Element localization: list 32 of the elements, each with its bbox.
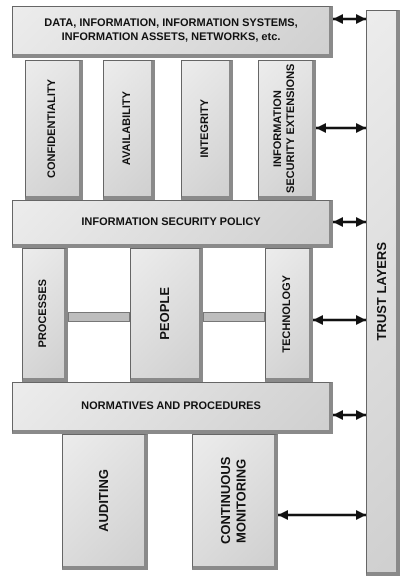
block-label: PEOPLE xyxy=(157,287,173,340)
block-label: TRUST LAYERS xyxy=(374,242,390,341)
pillar-block xyxy=(22,248,68,382)
pillar-block xyxy=(192,434,278,570)
block-label: CONTINUOUS MONITORING xyxy=(218,456,250,546)
pillar-block xyxy=(265,248,313,382)
pillar-block xyxy=(62,434,148,570)
double-arrow xyxy=(278,510,366,520)
double-arrow xyxy=(333,14,366,24)
block-label: TECHNOLOGY xyxy=(280,274,294,352)
block-label: DATA, INFORMATION, INFORMATION SYSTEMS, INFORMATION ASSETS, NETWORKS, etc. xyxy=(43,17,299,44)
layer-band xyxy=(12,200,333,248)
layer-band xyxy=(12,382,333,434)
block-label: CONFIDENTIALITY xyxy=(46,79,59,178)
pillar-block xyxy=(25,60,83,200)
block-label: AUDITING xyxy=(96,469,112,532)
block-label: INTEGRITY xyxy=(198,99,212,158)
double-arrow xyxy=(313,315,366,325)
block-label: AVAILABILITY xyxy=(120,91,134,166)
double-arrow xyxy=(333,410,366,420)
pillar-block xyxy=(103,60,155,200)
block-label: NORMATIVES AND PROCEDURES xyxy=(80,400,262,414)
block-label: INFORMATION SECURITY POLICY xyxy=(80,216,262,230)
double-arrow xyxy=(316,123,366,133)
block-label: PROCESSES xyxy=(36,279,50,348)
double-arrow xyxy=(333,217,366,227)
side-band xyxy=(366,10,400,576)
pillar-block xyxy=(130,248,203,382)
block-label: INFORMATION SECURITY EXTENSIONS xyxy=(272,62,298,196)
pillar-block xyxy=(181,60,233,200)
layer-band xyxy=(12,6,333,58)
pillar-block xyxy=(258,60,316,200)
